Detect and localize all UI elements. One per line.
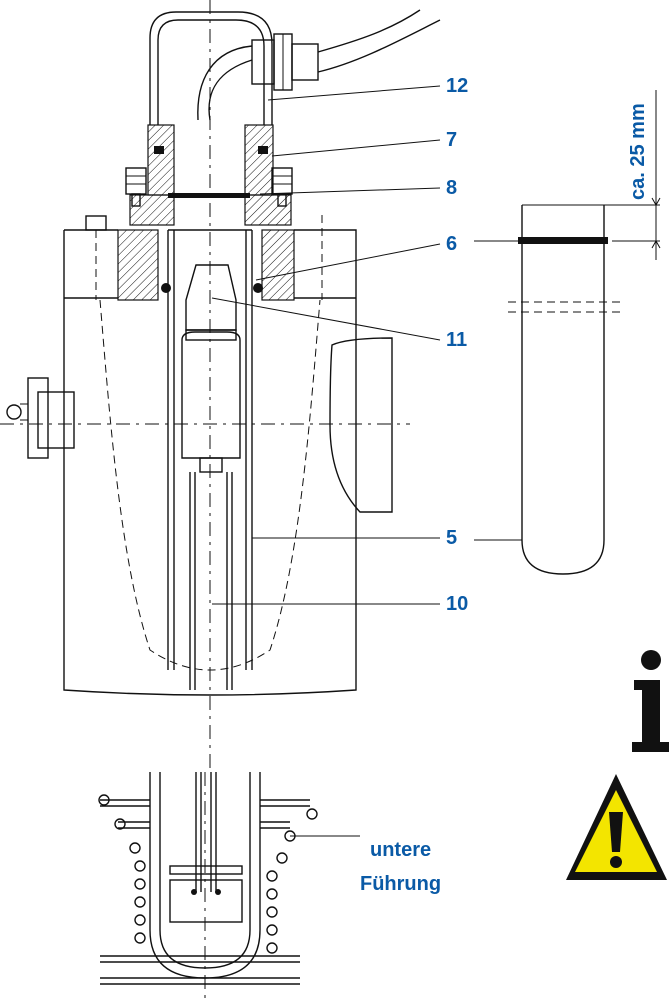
label-part-8: 8 bbox=[446, 177, 457, 199]
label-part-10: 10 bbox=[446, 593, 468, 615]
bolt-left bbox=[125, 167, 147, 207]
sectional-view bbox=[0, 0, 441, 770]
lower-guide-detail bbox=[98, 772, 360, 999]
tube-detail bbox=[474, 90, 661, 575]
label-lower-guide-1: untere bbox=[370, 839, 431, 861]
warning-triangle-icon bbox=[566, 774, 667, 880]
info-icon bbox=[632, 650, 669, 752]
label-lower-guide-2: Führung bbox=[360, 873, 441, 895]
label-part-11: 11 bbox=[446, 329, 467, 351]
label-part-7: 7 bbox=[446, 129, 457, 151]
label-part-6: 6 bbox=[446, 233, 457, 255]
dimension-label: ca. 25 mm bbox=[627, 103, 649, 200]
label-part-12: 12 bbox=[446, 75, 468, 97]
label-part-5: 5 bbox=[446, 527, 457, 549]
bolt-right bbox=[271, 167, 293, 207]
